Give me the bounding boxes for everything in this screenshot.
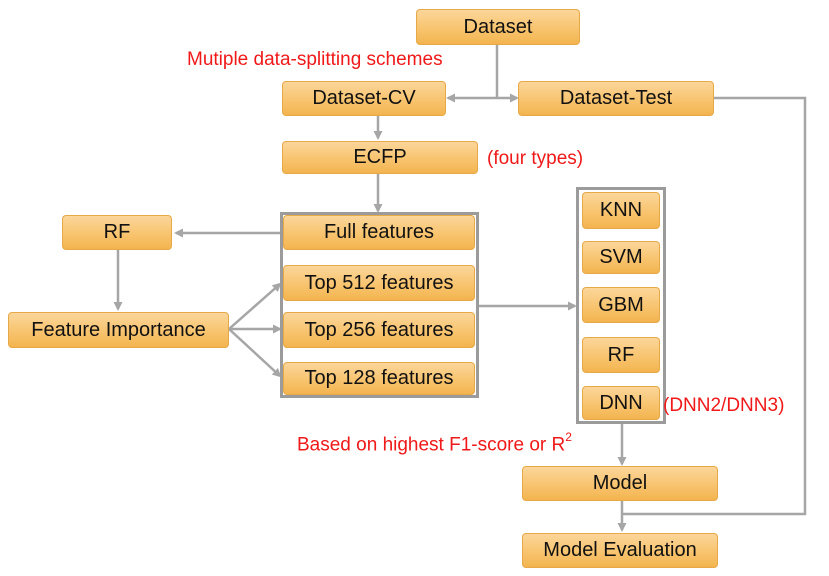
connector-test-to-evaluation [622,96,807,516]
rf-selector-node: RF [62,215,172,250]
feature-set-group [280,212,479,398]
model-node: Model [522,466,718,501]
selection-criteria-note: Based on highest F1-score or R2 [297,430,572,456]
classifier-group [576,187,666,424]
gbm-node: GBM [582,287,660,323]
arrow-importance-to-top512 [228,282,282,330]
rf-model-node: RF [582,337,660,373]
splitting-note: Mutiple data-splitting schemes [187,49,443,70]
full-features-node: Full features [283,215,475,250]
ecfp-node: ECFP [282,141,478,174]
dnn-node: DNN [582,386,660,420]
dataset-test-node: Dataset-Test [518,81,714,116]
knn-node: KNN [582,192,660,229]
feature-importance-node: Feature Importance [8,312,229,348]
dataset-node: Dataset [416,9,580,45]
four-types-note: (four types) [487,148,584,169]
svm-node: SVM [582,241,660,274]
dataset-cv-node: Dataset-CV [282,81,446,116]
arrow-importance-to-top128 [228,328,282,378]
top-512-features-node: Top 512 features [283,265,475,301]
top-128-features-node: Top 128 features [283,362,475,395]
dnn-variants-note: (DNN2/DNN3) [663,395,785,416]
selection-criteria-text: Based on highest F1-score or R [297,434,566,456]
selection-criteria-superscript: 2 [565,430,572,444]
model-evaluation-node: Model Evaluation [522,533,718,568]
top-256-features-node: Top 256 features [283,312,475,348]
